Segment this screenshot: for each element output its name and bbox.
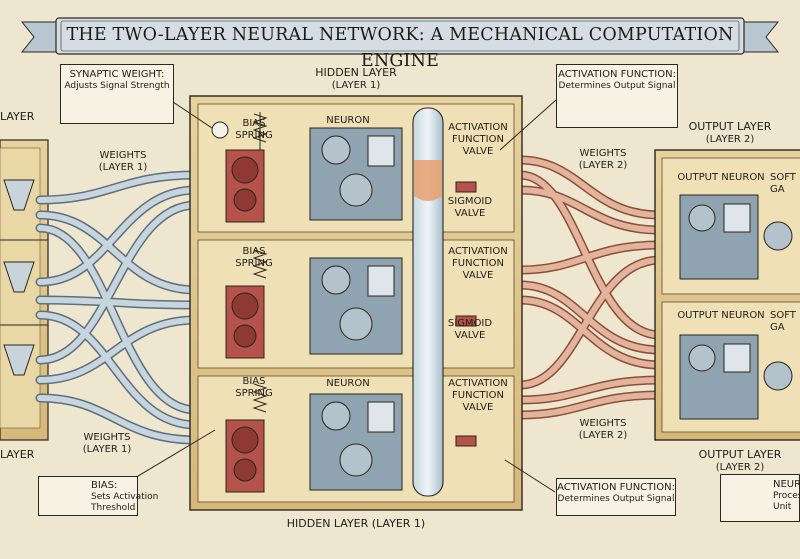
hidden-layer-subtitle-top: (LAYER 1) [331, 80, 381, 91]
hidden-layer-title-top: HIDDEN LAYER [315, 66, 397, 79]
title-banner [20, 17, 780, 55]
left-layer-label-top: LAYER [0, 110, 35, 123]
callout-activation-top-text: Determines Output Signal [558, 81, 676, 91]
bias-spring-label-2: BIAS SPRING [235, 246, 273, 269]
hidden-neuron-machines [211, 112, 403, 493]
callout-synaptic-weight-title: SYNAPTIC WEIGHT: [69, 69, 165, 80]
callout-activation-bottom: ACTIVATION FUNCTION: Determines Output S… [556, 478, 676, 516]
neuron-label-1: NEURON [326, 115, 370, 126]
weights-layer2-pipes [515, 155, 665, 420]
callout-activation-bottom-title: ACTIVATION FUNCTION: [557, 482, 675, 493]
input-cabinet [0, 139, 49, 441]
bias-spring-label-1: BIAS SPRING [235, 118, 273, 141]
callout-neuron-text: Proces Unit [773, 491, 800, 512]
weights-layer2-label-top: WEIGHTS (LAYER 2) [578, 148, 628, 171]
activation-valve-label-2: ACTIVATION FUNCTION VALVE [448, 246, 508, 281]
neuron-label-3: NEURON [326, 378, 370, 389]
callout-activation-bottom-text: Determines Output Signal [557, 494, 675, 504]
softmax-gate-label-bottom: SOFT GA [770, 310, 796, 333]
weights-layer1-label-top: WEIGHTS (LAYER 1) [98, 150, 148, 173]
output-layer-cabinet [654, 149, 800, 441]
hidden-layer-title-bottom: HIDDEN LAYER (LAYER 1) [286, 517, 426, 530]
callout-bias-title: BIAS: [91, 480, 118, 491]
sigmoid-valve-label-2: SIGMOID VALVE [447, 318, 493, 341]
activation-valve-label-3: ACTIVATION FUNCTION VALVE [448, 378, 508, 413]
output-neuron-label-top: OUTPUT NEURON [677, 172, 765, 183]
output-layer-title-top: OUTPUT LAYER [688, 120, 772, 133]
left-layer-label-bottom: LAYER [0, 448, 35, 461]
callout-synaptic-weight-text: Adjusts Signal Strength [64, 81, 170, 91]
output-neuron-label-bottom: OUTPUT NEURON [677, 310, 765, 321]
bias-spring-label-3: BIAS SPRING [235, 376, 273, 399]
callout-neuron-title: NEUR [773, 479, 800, 490]
callout-bias: BIAS: Sets Activation Threshold [38, 476, 159, 516]
sigmoid-valve-label-1: SIGMOID VALVE [447, 196, 493, 219]
weights-layer1-label-bottom: WEIGHTS (LAYER 1) [82, 432, 132, 455]
activation-glass-column [412, 107, 477, 497]
callout-activation-top: ACTIVATION FUNCTION: Determines Output S… [556, 64, 678, 128]
weights-layer1-pipes [35, 170, 201, 445]
callout-bias-text: Sets Activation Threshold [91, 492, 159, 513]
output-layer-subtitle-top: (LAYER 2) [705, 134, 755, 145]
callout-neuron: NEUR Proces Unit [720, 474, 800, 522]
callout-synaptic-weight: SYNAPTIC WEIGHT: Adjusts Signal Strength [60, 64, 174, 124]
output-layer-title-bottom: OUTPUT LAYER [698, 448, 782, 461]
page-title: THE TWO-LAYER NEURAL NETWORK: A MECHANIC… [66, 25, 734, 71]
output-layer-subtitle-bottom: (LAYER 2) [715, 462, 765, 473]
softmax-gate-label-top: SOFT GA [770, 172, 796, 195]
weights-layer2-label-bottom: WEIGHTS (LAYER 2) [578, 418, 628, 441]
callout-activation-top-title: ACTIVATION FUNCTION: [558, 69, 676, 80]
activation-valve-label-1: ACTIVATION FUNCTION VALVE [448, 122, 508, 157]
